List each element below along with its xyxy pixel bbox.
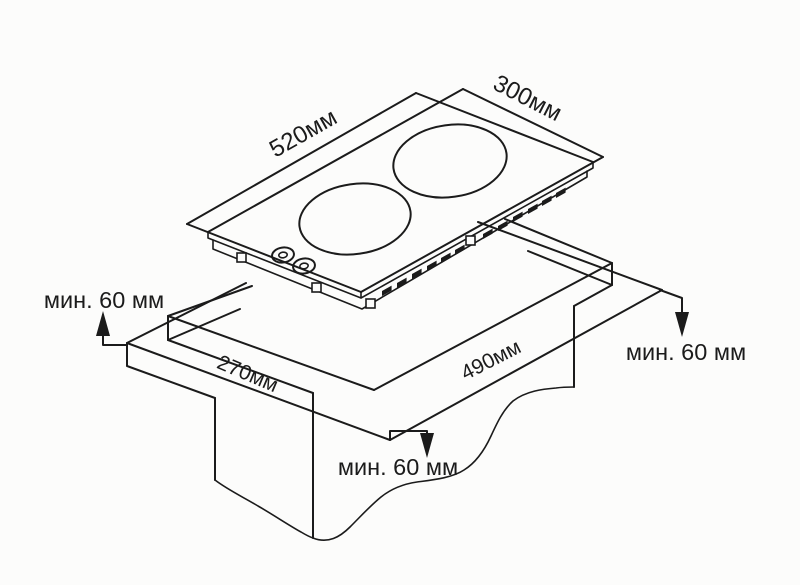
- hob: [186, 88, 604, 310]
- countertop-left-thickness: [126, 342, 216, 399]
- arrow-up-icon: [96, 311, 110, 336]
- burners: [298, 123, 508, 256]
- burner-circle-left: [298, 182, 412, 256]
- dimension-line-300: [462, 88, 604, 158]
- cutout-bottom-front-left-edge: [167, 339, 314, 394]
- arrow-down-icon: [675, 312, 689, 337]
- vent-slot: [382, 285, 392, 296]
- vent-slots: [382, 187, 566, 296]
- leader-right: [659, 289, 683, 314]
- cutout-back-right-edge: [504, 218, 613, 264]
- clearance-front-label: мин. 60 мм: [338, 454, 458, 480]
- mounting-clip: [365, 298, 376, 309]
- clearance-leaders: [96, 289, 689, 458]
- control-knob-center: [278, 251, 288, 259]
- control-knobs: [271, 246, 316, 275]
- break-line: [214, 386, 575, 542]
- hob-body: [212, 170, 588, 310]
- hob-glass-thickness: [207, 161, 594, 299]
- hob-length-label: 520мм: [265, 104, 342, 163]
- countertop: [126, 221, 663, 542]
- vent-slot: [397, 277, 407, 288]
- countertop-front-left-edge: [126, 342, 391, 441]
- hob-front-right-edge: [360, 156, 604, 293]
- mounting-clip: [465, 235, 476, 246]
- cutout-bottom-back-left-edge: [167, 308, 241, 341]
- cutout-bottom-front-right-edge: [573, 284, 613, 307]
- vent-slot: [441, 252, 451, 263]
- vent-slot: [556, 187, 566, 198]
- vent-slot: [513, 211, 523, 222]
- mounting-clip: [236, 252, 247, 263]
- countertop-back-right-edge: [477, 221, 663, 291]
- hob-width-label: 300мм: [489, 70, 566, 127]
- cutout-back-left-edge: [167, 285, 253, 317]
- control-knob: [292, 257, 316, 275]
- countertop-front-right-edge: [389, 289, 663, 441]
- mounting-clips: [236, 235, 476, 309]
- arrow-down-icon: [420, 433, 434, 458]
- control-knob: [271, 246, 295, 264]
- burner-circle-right: [392, 123, 508, 199]
- hob-top-right-edge: [415, 92, 594, 163]
- vent-slot: [528, 203, 538, 214]
- clearance-left-label: мин. 60 мм: [44, 287, 164, 313]
- cutout-opening: [167, 218, 613, 394]
- cutout-front-right-edge: [373, 262, 613, 391]
- dimension-line-520: [186, 92, 417, 225]
- cutout-front-left-edge: [167, 315, 375, 391]
- vent-slot: [427, 260, 437, 271]
- cutout-width-label: 270мм: [214, 351, 282, 397]
- vent-slot: [412, 268, 422, 279]
- vent-slot: [498, 220, 508, 231]
- hob-front-left-edge: [186, 223, 362, 293]
- countertop-back-left-edge: [126, 282, 247, 344]
- dimension-labels: 520мм 300мм 270мм 490мм мин. 60 мм мин. …: [44, 70, 746, 480]
- control-knob-center: [299, 262, 309, 270]
- dimension-lines: [186, 88, 604, 225]
- cutout-bottom-back-right-edge: [527, 250, 613, 286]
- hob-top-left-edge: [207, 88, 464, 233]
- clearance-right-label: мин. 60 мм: [626, 339, 746, 365]
- cutout-length-label: 490мм: [457, 335, 524, 385]
- mounting-clip: [311, 282, 322, 293]
- vent-slot: [483, 228, 493, 239]
- vent-slot: [542, 195, 552, 206]
- vent-slot: [455, 244, 465, 255]
